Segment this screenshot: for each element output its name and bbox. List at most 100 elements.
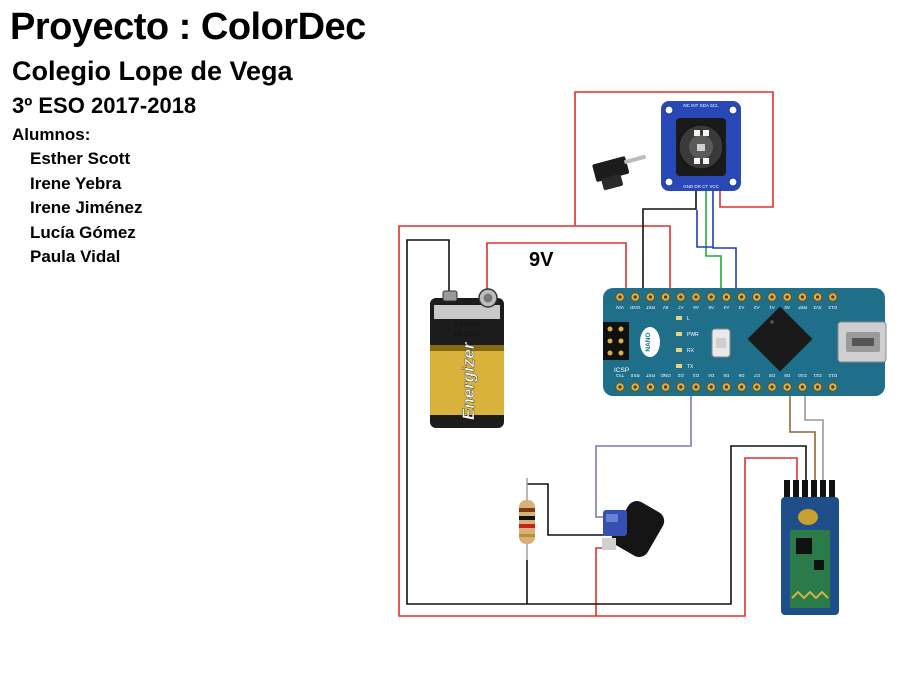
top-pin-hole [648,295,653,299]
battery-brand: Energizer [459,341,478,420]
top-pin-hole [800,295,805,299]
bottom-pin-label: GND [660,373,671,378]
bottom-pin-hole [694,385,698,389]
top-pin-label: A6 [693,305,699,310]
top-pin-label: A7 [678,305,684,310]
top-pin-label: A2 [754,305,760,310]
bottom-pin-hole [618,385,622,389]
usb-connector [837,321,887,363]
wire-red-sensor-vcc [574,91,774,226]
school-year: 3º ESO 2017-2018 [12,93,197,118]
student-name: Paula Vidal [30,247,121,266]
wire-blue-2 [696,210,713,248]
bottom-pin-hole [816,385,820,389]
bottom-pin-hole [648,385,653,389]
top-pin-hole [618,295,622,299]
led-label: L [687,316,690,322]
bottom-pin-hole [679,385,683,389]
wires [398,91,824,617]
bottom-pin-label: RX0 [630,373,639,378]
wire-red-button [595,547,608,616]
top-pin-label: A1 [769,305,775,310]
top-pin-hole [816,295,820,299]
jumper-connector [592,154,647,191]
wire-red-battery [486,242,627,295]
wire-purple [595,393,692,518]
led-label: PWR [687,332,699,338]
battery-label-top: 9 VOLTS [454,321,481,328]
student-name: Esther Scott [30,149,131,168]
top-pin-label: A4 [723,305,729,310]
top-pin-hole [679,295,683,299]
top-pin-label: 3V3 [813,305,822,310]
icsp-label: ICSP [614,367,629,374]
microcontroller-chip [747,306,813,372]
top-pin-label: GND [629,305,640,310]
top-pin-hole [770,295,774,299]
bottom-pin-label: TX1 [615,373,624,378]
top-pin-label: A3 [738,305,744,310]
color-sensor-module: NC INT SDA SCL GND DR CT VCC [661,101,741,191]
battery-9v: 9 VOLTS 03-2013 Energizer [430,288,504,428]
bottom-pin-label: D12 [828,373,837,378]
bottom-pin-label: D6 [738,373,744,378]
bottom-pin-hole [633,385,637,389]
bottom-pin-label: RST [646,373,655,378]
top-pin-hole [664,295,668,299]
wire-brown [789,393,816,488]
bottom-pin-label: D10 [798,373,807,378]
bottom-pin-hole [755,385,759,389]
top-pin-label: REF [798,305,807,310]
sensor-pin-label-top: NC INT SDA SCL [683,103,719,108]
status-leds: L PWR RX TX [676,316,699,370]
page-title: Proyecto : ColorDec [10,6,366,48]
wire-blue [712,190,737,291]
student-name: Irene Jiménez [30,198,143,217]
top-pin-label: A5 [708,305,714,310]
top-pin-hole [831,295,835,299]
wire-black-resistor-button [527,483,608,536]
bottom-pin-hole [740,385,744,389]
student-list: Esther Scott Irene Yebra Irene Jiménez L… [30,148,142,271]
bottom-pin-label: D7 [753,373,759,378]
bottom-pin-label: D2 [677,373,683,378]
resistor [519,478,535,560]
battery-date-code: 03-2013 [454,331,480,338]
student-name: Irene Yebra [30,173,122,193]
bottom-pin-hole [800,385,805,389]
wire-green [705,190,722,291]
bottom-pin-label: D4 [708,373,714,378]
top-pin-hole [724,295,729,299]
top-pin-hole [694,295,698,299]
bottom-pin-label: D8 [769,373,775,378]
wire-black-sensor [642,190,697,291]
top-pin-label: D13 [828,305,837,310]
wire-red-5v [575,225,671,291]
bottom-pin-label: D11 [813,373,822,378]
top-pin-hole [709,295,713,299]
led-label: TX [687,364,694,370]
bottom-pin-label: D5 [723,373,729,378]
bottom-pin-headers [615,382,838,392]
top-pin-label: A0 [784,305,790,310]
bottom-pin-hole [831,385,835,389]
top-pin-label: VIN [616,305,624,310]
nano-badge: NANO [645,332,652,351]
top-pin-hole [633,295,637,299]
top-pin-hole [755,295,759,299]
school-name: Colegio Lope de Vega [12,56,293,86]
bluetooth-module [781,480,839,615]
bottom-pin-hole [724,385,729,389]
wire-gray [804,393,824,488]
wire-black-battery [406,239,807,605]
students-label: Alumnos: [12,125,91,144]
top-pin-headers [615,292,838,302]
battery-voltage-label: 9V [529,249,554,271]
led-label: RX [687,348,695,354]
bottom-pin-hole [709,385,713,389]
bottom-pin-hole [785,385,789,389]
bottom-pin-label: D9 [784,373,790,378]
